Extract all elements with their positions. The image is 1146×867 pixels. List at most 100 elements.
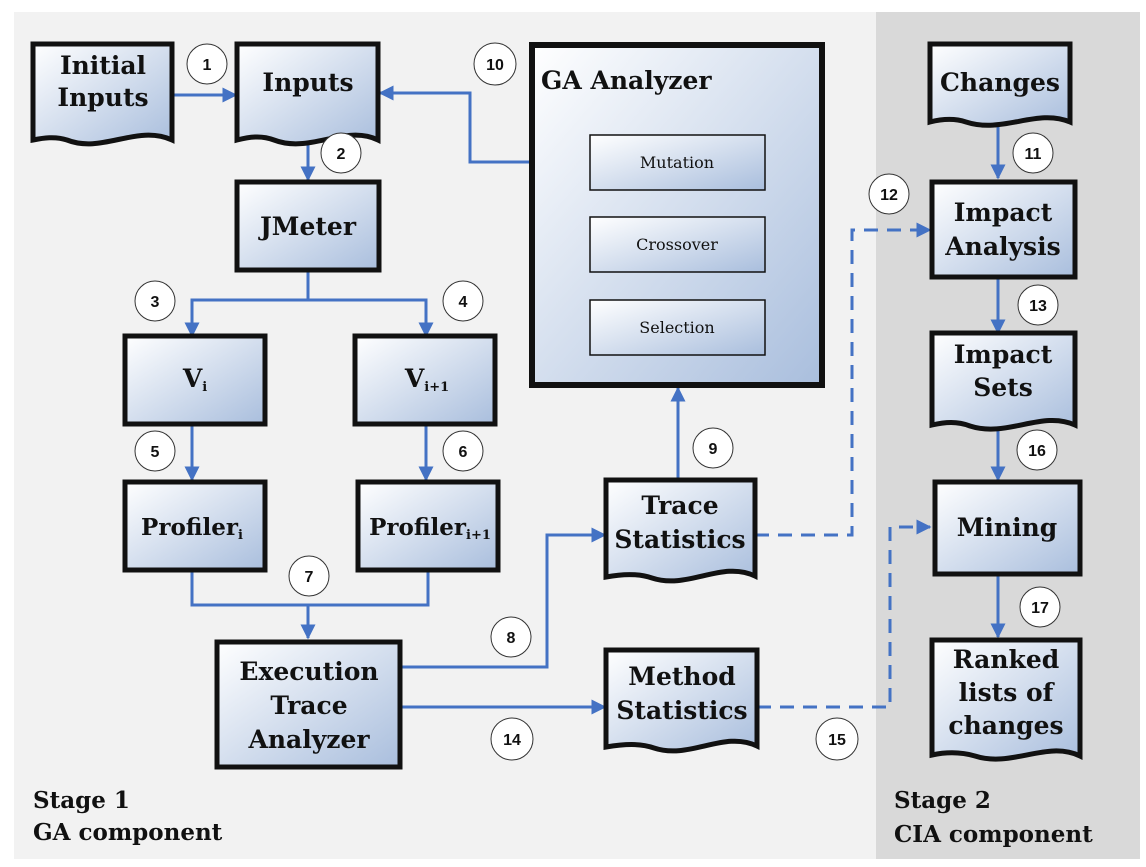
eta-label-2: Trace <box>270 691 347 720</box>
step-16-label: 16 <box>1028 443 1046 460</box>
vi-subscript: i <box>202 380 207 395</box>
node-inputs: Inputs <box>234 41 381 147</box>
step-4: 4 <box>442 280 484 322</box>
ranked-lists-label-3: changes <box>948 711 1063 740</box>
stage2-subtitle: CIA component <box>894 821 1093 848</box>
trace-statistics-label-2: Statistics <box>614 525 745 554</box>
method-statistics-label-2: Statistics <box>616 696 747 725</box>
step-1-label: 1 <box>203 57 212 74</box>
svg-text:Vi: Vi <box>182 364 207 395</box>
node-selection: Selection <box>589 299 766 356</box>
ranked-lists-label-1: Ranked <box>953 645 1059 674</box>
profiler-i-label: Profiler <box>141 514 239 541</box>
eta-label-3: Analyzer <box>247 725 370 754</box>
ranked-lists-label-2: lists of <box>959 678 1056 707</box>
edges <box>172 85 1006 715</box>
step-17-label: 17 <box>1031 600 1049 617</box>
edge-jmeter-to-vi <box>184 270 310 338</box>
inputs-label: Inputs <box>262 68 353 97</box>
step-11-label: 11 <box>1025 146 1042 163</box>
node-profiler-i1: Profileri+1 <box>355 479 501 573</box>
node-crossover: Crossover <box>589 216 766 273</box>
impact-analysis-label-2: Analysis <box>944 232 1060 261</box>
edge-profilers-join <box>190 570 430 607</box>
node-mining: Mining <box>932 479 1083 577</box>
vi1-subscript: i+1 <box>424 380 449 395</box>
mutation-label: Mutation <box>640 153 714 172</box>
step-10-label: 10 <box>486 57 504 74</box>
node-jmeter: JMeter <box>234 179 382 273</box>
step-6: 6 <box>442 430 484 472</box>
step-markers: 1 2 3 4 5 6 7 8 9 10 11 12 13 14 15 16 1… <box>134 42 1061 761</box>
crossover-label: Crossover <box>636 235 718 254</box>
profiler-i1-subscript: i+1 <box>466 528 491 543</box>
step-12-label: 12 <box>880 187 898 204</box>
step-13-label: 13 <box>1029 298 1047 315</box>
node-trace-statistics: Trace Statistics <box>603 477 758 584</box>
vi-label: V <box>182 364 203 393</box>
initial-inputs-label-1: Initial <box>60 51 146 80</box>
step-17: 17 <box>1019 586 1061 628</box>
step-9-label: 9 <box>709 441 718 458</box>
stage1-title: Stage 1 <box>33 787 130 814</box>
step-5: 5 <box>134 430 176 472</box>
step-8-label: 8 <box>507 630 516 647</box>
node-vi: Vi <box>122 333 268 427</box>
step-5-label: 5 <box>151 444 160 461</box>
selection-label: Selection <box>639 318 714 337</box>
step-7-label: 7 <box>305 569 314 586</box>
step-3: 3 <box>134 280 176 322</box>
eta-label-1: Execution <box>239 657 378 686</box>
step-13: 13 <box>1017 284 1059 326</box>
step-14: 14 <box>490 717 534 761</box>
node-vi1: Vi+1 <box>352 333 498 427</box>
step-8: 8 <box>490 616 532 658</box>
step-12: 12 <box>868 173 910 215</box>
node-ranked-lists: Ranked lists of changes <box>929 637 1083 762</box>
method-statistics-label-1: Method <box>628 662 735 691</box>
step-4-label: 4 <box>459 294 468 311</box>
step-6-label: 6 <box>459 444 468 461</box>
svg-text:Vi+1: Vi+1 <box>404 364 449 395</box>
svg-text:Profileri+1: Profileri+1 <box>369 514 491 543</box>
node-method-statistics: Method Statistics <box>603 647 760 754</box>
trace-statistics-label-1: Trace <box>641 491 718 520</box>
node-execution-trace-analyzer: Execution Trace Analyzer <box>214 639 403 770</box>
step-9: 9 <box>692 427 734 469</box>
vi1-label: V <box>404 364 425 393</box>
edge-jmeter-to-vi1 <box>308 298 434 338</box>
node-initial-inputs: Initial Inputs <box>30 41 175 147</box>
impact-sets-label-2: Sets <box>973 373 1033 402</box>
step-1: 1 <box>186 43 228 85</box>
changes-label: Changes <box>940 68 1060 97</box>
step-14-label: 14 <box>503 732 521 749</box>
edge-trace-stats-to-impact-dashed <box>755 222 932 537</box>
svg-text:Profileri: Profileri <box>141 514 243 543</box>
edge-eta-to-trace-stats <box>400 527 607 669</box>
step-10: 10 <box>473 42 517 86</box>
ga-analyzer-label: GA Analyzer <box>541 66 712 95</box>
stage2-title: Stage 2 <box>894 787 991 814</box>
stage1-subtitle: GA component <box>33 819 223 846</box>
step-2-label: 2 <box>337 146 346 163</box>
step-16: 16 <box>1016 429 1058 471</box>
node-profiler-i: Profileri <box>122 479 268 573</box>
node-impact-analysis: Impact Analysis <box>929 179 1078 280</box>
node-impact-sets: Impact Sets <box>929 330 1078 432</box>
step-2: 2 <box>320 132 362 174</box>
node-mutation: Mutation <box>589 134 766 191</box>
step-11: 11 <box>1012 132 1054 174</box>
step-15: 15 <box>815 717 859 761</box>
mining-label: Mining <box>957 513 1058 542</box>
step-3-label: 3 <box>151 294 160 311</box>
jmeter-label: JMeter <box>258 212 357 241</box>
profiler-i1-label: Profiler <box>369 514 467 541</box>
step-15-label: 15 <box>828 732 846 749</box>
profiler-i-subscript: i <box>238 528 243 543</box>
edge-method-stats-to-mining-dashed <box>757 519 932 709</box>
impact-sets-label-1: Impact <box>954 340 1053 369</box>
step-7: 7 <box>288 555 330 597</box>
impact-analysis-label-1: Impact <box>954 198 1053 227</box>
node-changes: Changes <box>927 41 1073 128</box>
